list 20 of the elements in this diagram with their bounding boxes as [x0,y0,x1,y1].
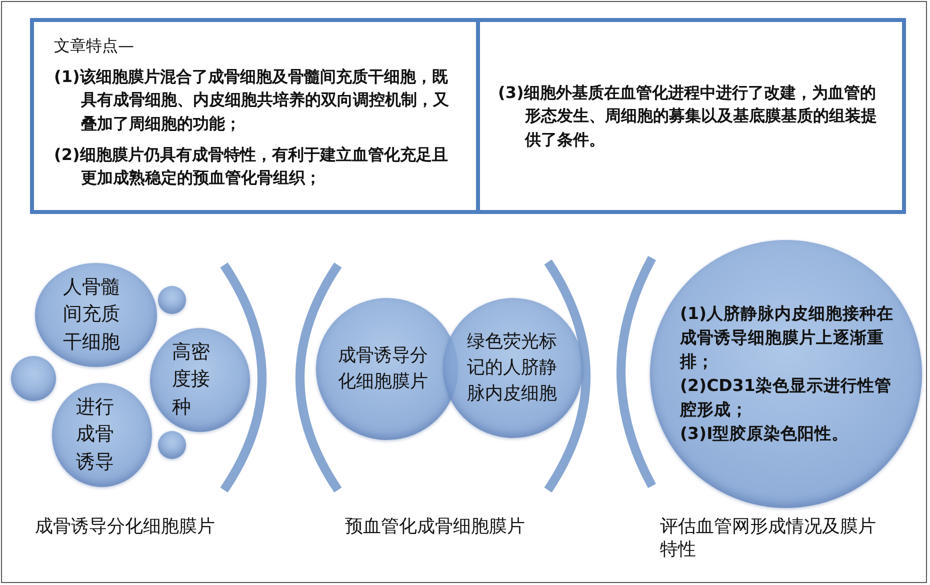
feature-text: (2)细胞膜片仍具有成骨特性，有利于建立血管化充足且更加成熟稳定的预血管化骨组织； [54,144,449,189]
circle-text: 进行成骨诱导 [76,394,115,475]
stage-caption: 成骨诱导分化细胞膜片 [35,515,216,538]
feature-text: (1)该细胞膜片混合了成骨细胞及骨髓间充质干细胞，既具有成骨细胞、内皮细胞共培养的双向调控机制，又叠加了周细胞的功能； [54,66,450,135]
circle-text: 绿色荧光标记的人脐静脉内皮细胞 [467,330,558,406]
circle-text: 高密度接种 [172,340,211,420]
circle-text: (1)人脐静脉内皮细胞接种在成骨诱导细胞膜片上逐渐重排； [680,303,894,374]
stage-caption: 评估血管网形成情况及膜片特性 [660,515,877,562]
panel-heading: 文章特点— [54,35,135,57]
circle-text: 人骨髓间充质干细胞 [63,274,121,355]
small-bubble [11,356,56,401]
circle-text: 成骨诱导分化细胞膜片 [338,344,429,394]
cell-bubble [52,383,152,487]
small-bubble [158,431,186,459]
small-bubble [158,286,186,314]
circle-text: (3)Ⅰ型胶原染色阳性。 [680,422,850,445]
circle-text: (2)CD31染色显示进行性管腔形成； [680,375,892,421]
feature-text: (3)细胞外基质在血管化进程中进行了改建，为血管的形态发生、周细胞的募集以及基底膜基质的组装提供了条件。 [498,82,878,151]
cell-bubble [150,328,250,432]
stage-caption: 预血管化成骨细胞膜片 [345,515,526,538]
